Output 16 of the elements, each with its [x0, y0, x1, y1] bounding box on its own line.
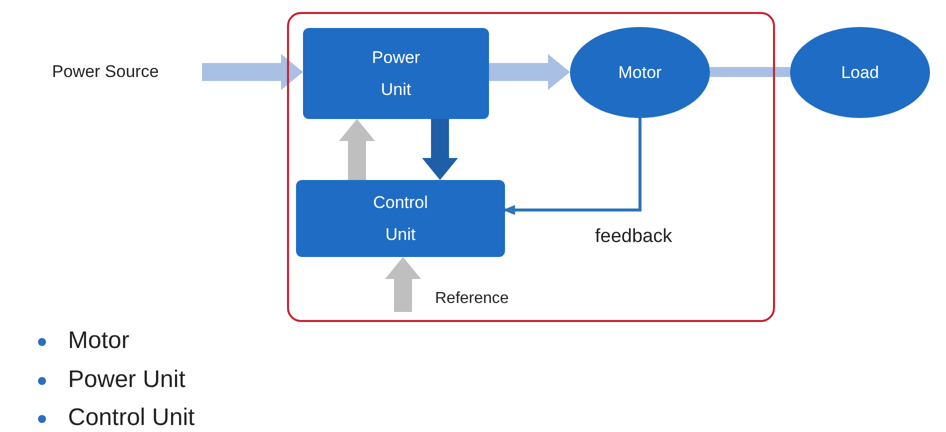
- bullet-text: Control Unit: [68, 404, 195, 432]
- process-box: Power Unit: [303, 28, 489, 119]
- arrow: [503, 118, 642, 215]
- block-arrow: [202, 54, 303, 90]
- block-arrow: [339, 119, 375, 180]
- process-box: Control Unit: [296, 180, 505, 257]
- block-arrow: [489, 54, 570, 90]
- block-arrow: [422, 119, 458, 180]
- bullet-text: Motor: [68, 327, 130, 355]
- bullet-text: Power Unit: [68, 366, 186, 394]
- source-label: Power Source: [52, 58, 202, 86]
- input-label: Reference: [435, 290, 509, 308]
- ellipse-node: Motor: [570, 27, 710, 118]
- block-arrow: [385, 257, 421, 312]
- ellipse-node: Load: [790, 27, 930, 118]
- system-boundary-box: [287, 12, 775, 322]
